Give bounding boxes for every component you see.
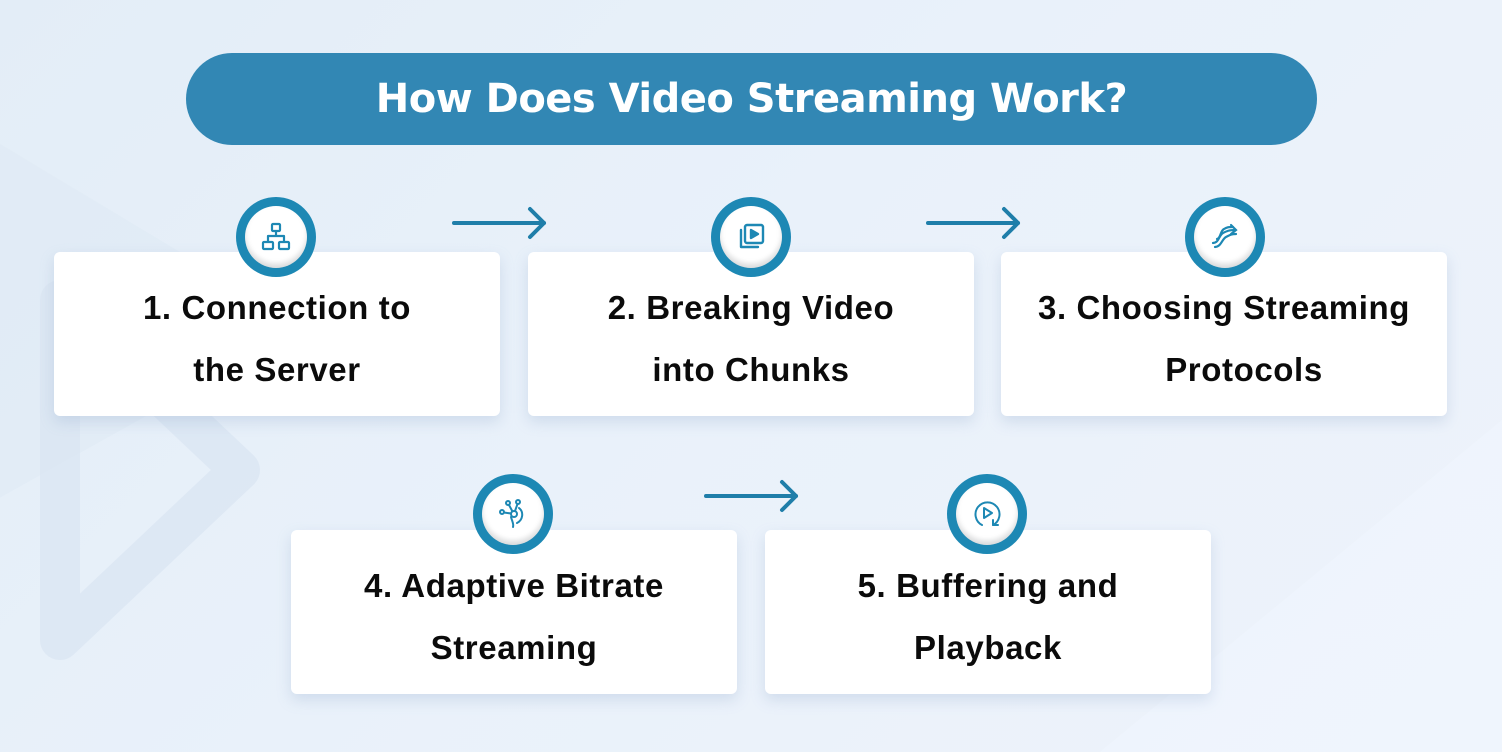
step-4-label: 4. Adaptive Bitrate Streaming — [364, 555, 664, 679]
step-card-3: 3. Choosing Streaming Protocols — [1001, 252, 1447, 416]
step-5-line-1: 5. Buffering and — [857, 567, 1119, 604]
step-2-line-1: 2. Breaking Video — [607, 289, 895, 326]
step-2-icon-badge — [711, 197, 791, 277]
step-card-4: 4. Adaptive Bitrate Streaming — [291, 530, 737, 694]
step-4-line-1: 4. Adaptive Bitrate — [364, 567, 664, 604]
replay-play-icon — [974, 501, 1001, 526]
step-5-icon-badge — [947, 474, 1027, 554]
step-3-line-1: 3. Choosing Streaming — [1038, 289, 1410, 326]
step-1-line-2: the Server — [193, 351, 361, 388]
step-1-line-1: 1. Connection to — [142, 289, 412, 326]
network-icon — [261, 222, 291, 251]
arrow-right-icon — [452, 207, 546, 239]
page-title: How Does Video Streaming Work? — [375, 76, 1128, 122]
step-4-line-2: Streaming — [430, 629, 598, 666]
step-3-line-2: Protocols — [1165, 351, 1323, 388]
video-library-icon — [739, 223, 765, 249]
step-card-5: 5. Buffering and Playback — [765, 530, 1211, 694]
step-4-icon-badge — [473, 474, 553, 554]
title-banner: How Does Video Streaming Work? — [186, 53, 1317, 145]
adaptive-nodes-icon — [499, 499, 524, 528]
arrow-right-icon — [926, 207, 1020, 239]
step-1-label: 1. Connection to the Server — [143, 277, 411, 401]
step-2-line-2: into Chunks — [652, 351, 850, 388]
stream-flow-icon — [1211, 223, 1238, 249]
step-5-line-2: Playback — [914, 629, 1062, 666]
step-3-label: 3. Choosing Streaming Protocols — [1038, 277, 1410, 401]
step-3-icon-badge — [1185, 197, 1265, 277]
step-card-1: 1. Connection to the Server — [54, 252, 500, 416]
step-1-icon-badge — [236, 197, 316, 277]
arrow-right-icon — [704, 480, 798, 512]
step-5-label: 5. Buffering and Playback — [858, 555, 1119, 679]
step-2-label: 2. Breaking Video into Chunks — [608, 277, 895, 401]
step-card-2: 2. Breaking Video into Chunks — [528, 252, 974, 416]
